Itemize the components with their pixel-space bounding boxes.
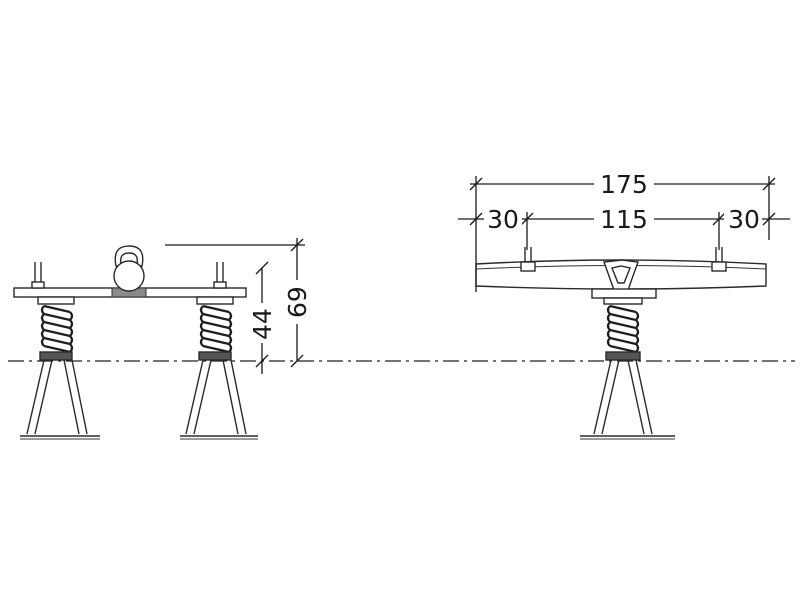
front-view-spring — [580, 304, 675, 440]
dimension-label-44: 44 — [248, 308, 277, 340]
side-view: 69 44 — [13, 238, 312, 440]
dimension-label-30-left: 30 — [487, 205, 519, 234]
side-view-center-handle — [113, 245, 145, 292]
dimension-label-175: 175 — [600, 170, 648, 199]
front-view-handle-right — [711, 247, 727, 272]
front-view: 175 30 115 30 — [458, 170, 790, 440]
side-view-handle-right — [213, 262, 227, 289]
dimension-label-69: 69 — [283, 286, 312, 318]
dimension-spring-height: 44 — [248, 261, 277, 374]
side-view-spring-left — [20, 296, 100, 440]
dimension-label-30-right: 30 — [728, 205, 760, 234]
dimension-seat-height: 69 — [165, 238, 312, 368]
dimension-overall-length: 175 — [469, 170, 776, 292]
front-view-handle-left — [520, 247, 536, 272]
dimension-label-115: 115 — [600, 205, 648, 234]
side-view-handle-left — [31, 262, 45, 289]
front-view-mount-plate — [591, 288, 657, 299]
side-view-spring-right — [180, 296, 258, 440]
dimension-handle-chain: 30 115 30 — [458, 205, 790, 250]
front-view-center-handle — [603, 259, 639, 291]
